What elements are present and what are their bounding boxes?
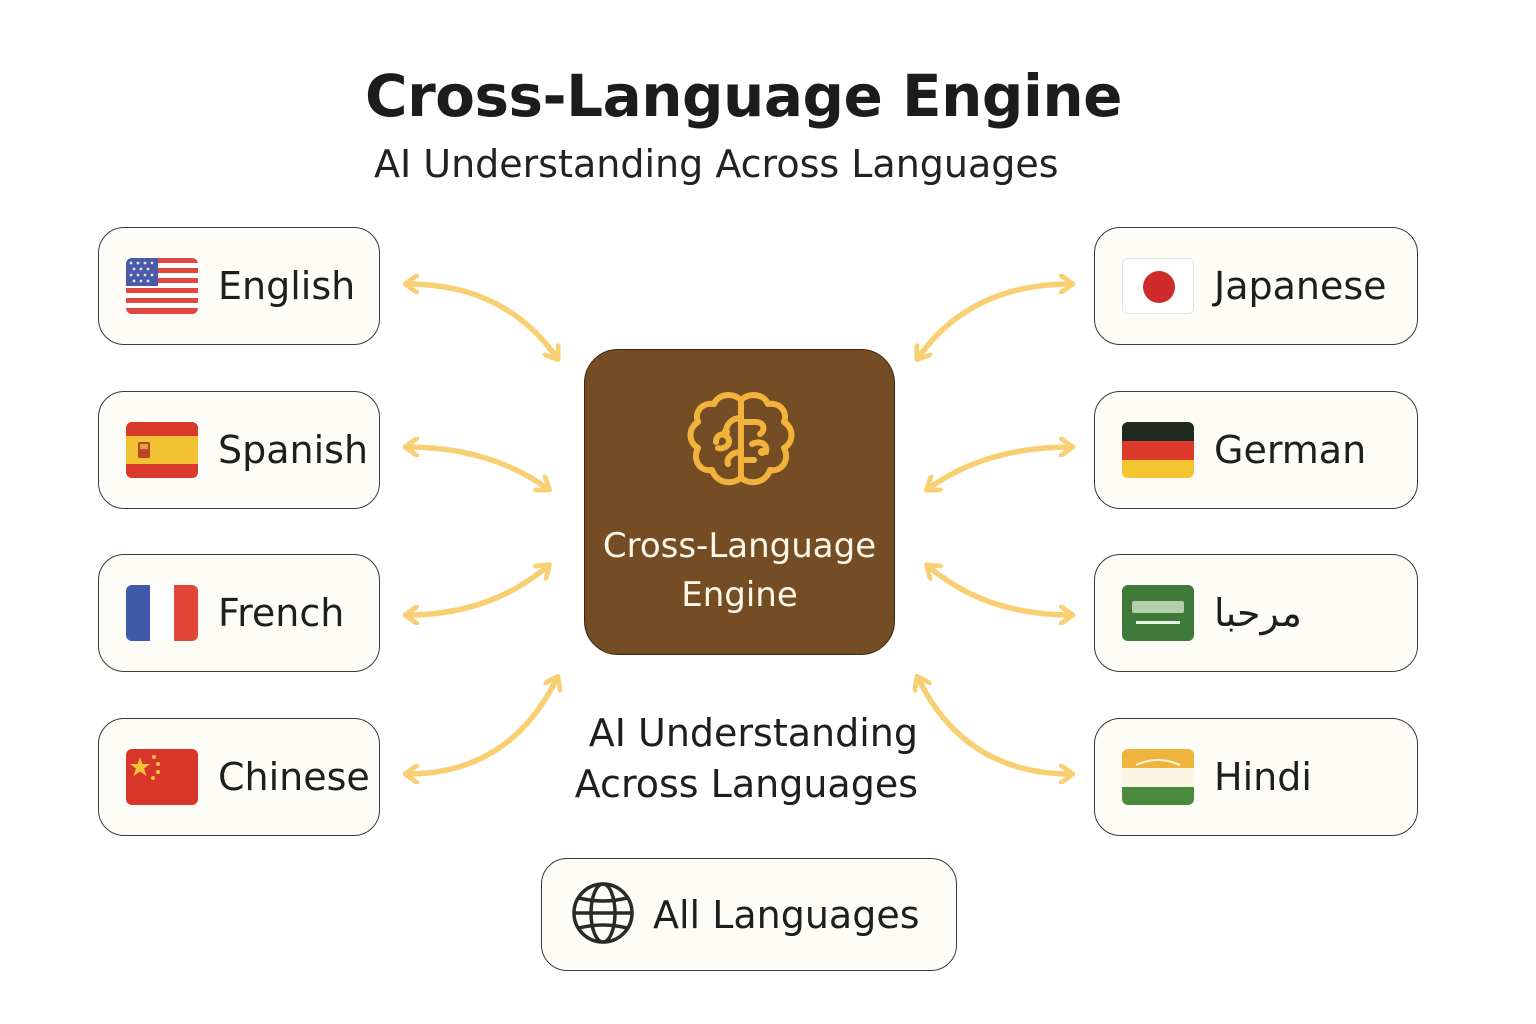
language-card-french[interactable]: French xyxy=(98,554,380,672)
arrow-japanese xyxy=(918,284,1071,358)
page-title: Cross-Language Engine xyxy=(365,62,1122,130)
language-card-german[interactable]: German xyxy=(1094,391,1418,509)
arrow-hindi xyxy=(918,678,1071,774)
saudi-flag-icon xyxy=(1122,585,1194,641)
japan-flag-icon xyxy=(1122,258,1194,314)
india-flag-icon xyxy=(1122,749,1194,805)
china-flag-icon xyxy=(126,749,198,805)
engine-caption: AI Understanding Across Languages xyxy=(574,711,918,806)
language-label: مرحبا xyxy=(1214,591,1302,635)
language-label: French xyxy=(218,591,345,635)
language-label: German xyxy=(1214,428,1367,472)
spain-flag-icon xyxy=(126,422,198,478)
language-card-japanese[interactable]: Japanese xyxy=(1094,227,1418,345)
germany-flag-icon xyxy=(1122,422,1194,478)
all-languages-label: All Languages xyxy=(653,892,920,937)
language-card-chinese[interactable]: Chinese xyxy=(98,718,380,836)
us-flag-icon xyxy=(126,258,198,314)
language-card-hindi[interactable]: Hindi xyxy=(1094,718,1418,836)
engine-hub[interactable]: Cross-Language Engine xyxy=(584,349,895,655)
france-flag-icon xyxy=(126,585,198,641)
engine-label: Cross-Language Engine xyxy=(602,526,877,615)
language-label: Chinese xyxy=(218,755,370,799)
arrow-chinese xyxy=(407,678,557,774)
arrow-spanish xyxy=(407,447,548,489)
arrow-german xyxy=(928,447,1071,489)
language-label: Japanese xyxy=(1214,264,1387,308)
language-label: Hindi xyxy=(1214,755,1312,799)
language-card-english[interactable]: English xyxy=(98,227,380,345)
language-label: Spanish xyxy=(218,428,369,472)
language-label: English xyxy=(218,264,356,308)
language-card-arabic[interactable]: مرحبا xyxy=(1094,554,1418,672)
brain-icon xyxy=(680,388,802,508)
page-subtitle: AI Understanding Across Languages xyxy=(374,142,1059,186)
all-languages-button[interactable]: All Languages xyxy=(541,858,957,971)
arrow-english xyxy=(407,284,557,358)
arrow-french xyxy=(407,566,548,615)
globe-icon xyxy=(571,881,635,949)
language-card-spanish[interactable]: Spanish xyxy=(98,391,380,509)
arrow-arabic xyxy=(928,566,1071,615)
